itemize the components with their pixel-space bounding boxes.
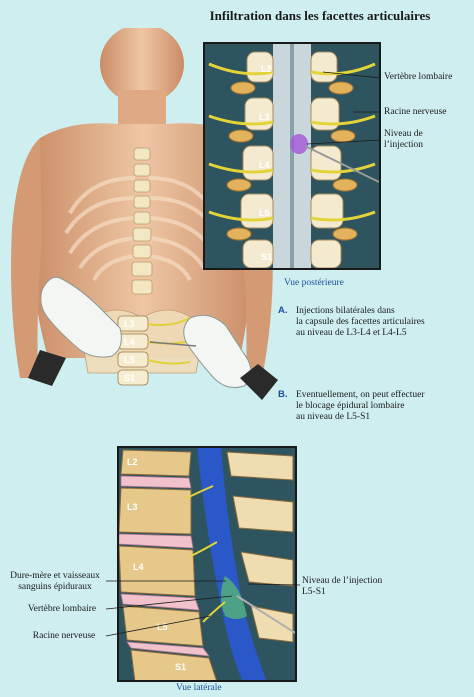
page-title: Infiltration dans les facettes articulai… xyxy=(209,8,431,23)
posterior-level-s1: S1 xyxy=(261,252,272,262)
lateral-level-l5: L5 xyxy=(157,622,168,632)
label-dura-line-2: sanguins épiduraux xyxy=(18,582,92,592)
epidural-injection-zone xyxy=(221,576,247,619)
lateral-panel-frame xyxy=(117,446,297,682)
step-a-line-2: la capsule des facettes articulaires xyxy=(296,317,425,327)
posterior-view-panel: L2 L3 L4 L5 S1 xyxy=(203,42,381,270)
label-lumbar-vertebra: Vertèbre lombaire xyxy=(384,72,453,82)
step-b-line-1: Eventuellement, on peut effectuer xyxy=(296,390,425,400)
back-level-l4: L4 xyxy=(124,337,135,347)
label-lateral-injection-line-2: L5-S1 xyxy=(302,587,326,597)
back-level-l5: L5 xyxy=(124,355,135,365)
injection-site-marker xyxy=(290,134,308,154)
lumbar-spine xyxy=(117,315,149,386)
right-gloved-hand xyxy=(183,314,252,389)
posterior-level-l5: L5 xyxy=(259,208,270,218)
lateral-view-caption: Vue latérale xyxy=(176,683,222,693)
label-nerve-root: Racine nerveuse xyxy=(384,107,447,117)
label-dura-line-1: Dure-mère et vaisseaux xyxy=(10,571,100,581)
posterior-view-caption: Vue postérieure xyxy=(284,278,344,288)
lateral-label-lines xyxy=(105,580,301,637)
label-lateral-nerve-root: Racine nerveuse xyxy=(32,631,96,641)
left-sleeve xyxy=(28,350,66,386)
spine xyxy=(131,147,153,295)
step-a-line-3: au niveau de L3-L4 et L4-L5 xyxy=(296,328,407,338)
label-lateral-vertebra: Vertèbre lombaire xyxy=(27,604,97,614)
head xyxy=(100,28,184,104)
left-gloved-hand xyxy=(40,276,122,358)
posterior-level-l2: L2 xyxy=(261,64,272,74)
lateral-level-l3: L3 xyxy=(127,502,138,512)
step-a-text: Injections bilatérales dans la capsule d… xyxy=(296,306,471,339)
left-arm xyxy=(11,138,42,378)
step-a-letter: A. xyxy=(278,305,288,316)
label-lateral-injection-line-1: Niveau de l’injection xyxy=(302,576,383,586)
lateral-needle xyxy=(236,595,297,635)
back-level-labels: L3 L4 L5 S1 xyxy=(124,319,135,383)
lateral-posterior-elements xyxy=(226,451,294,643)
back-level-l3: L3 xyxy=(124,319,135,329)
back-needle xyxy=(149,341,197,347)
step-b-line-2: le blocage épidural lombaire xyxy=(296,401,405,411)
label-dura-vessels: Dure-mère et vaisseaux sanguins épidurau… xyxy=(4,571,106,593)
lateral-view-panel: L2 L3 L4 L5 S1 xyxy=(117,446,297,682)
lateral-level-l4: L4 xyxy=(133,562,144,572)
posterior-panel-frame xyxy=(203,42,381,270)
lateral-spinal-cord xyxy=(197,446,267,682)
lateral-level-l2: L2 xyxy=(127,457,138,467)
step-b-text: Eventuellement, on peut effectuer le blo… xyxy=(296,390,471,423)
back-illustration xyxy=(11,28,278,400)
label-lateral-injection-level: Niveau de l’injection L5-S1 xyxy=(302,576,392,598)
posterior-nerve-roots xyxy=(208,62,376,222)
back-level-s1: S1 xyxy=(124,373,135,383)
lateral-nerve-roots xyxy=(186,485,226,623)
posterior-level-l3: L3 xyxy=(259,112,270,122)
lateral-vertebral-bodies xyxy=(118,449,218,682)
posterior-level-l4: L4 xyxy=(259,160,270,170)
posterior-needle xyxy=(304,145,380,183)
label-injection-level: Niveau de l’injection xyxy=(384,129,424,150)
posterior-facets xyxy=(226,81,358,241)
step-a-line-1: Injections bilatérales dans xyxy=(296,306,395,316)
right-sleeve xyxy=(240,364,278,400)
step-b-letter: B. xyxy=(278,389,288,400)
lateral-level-s1: S1 xyxy=(175,662,186,672)
step-b-line-3: au niveau de L5-S1 xyxy=(296,412,371,422)
